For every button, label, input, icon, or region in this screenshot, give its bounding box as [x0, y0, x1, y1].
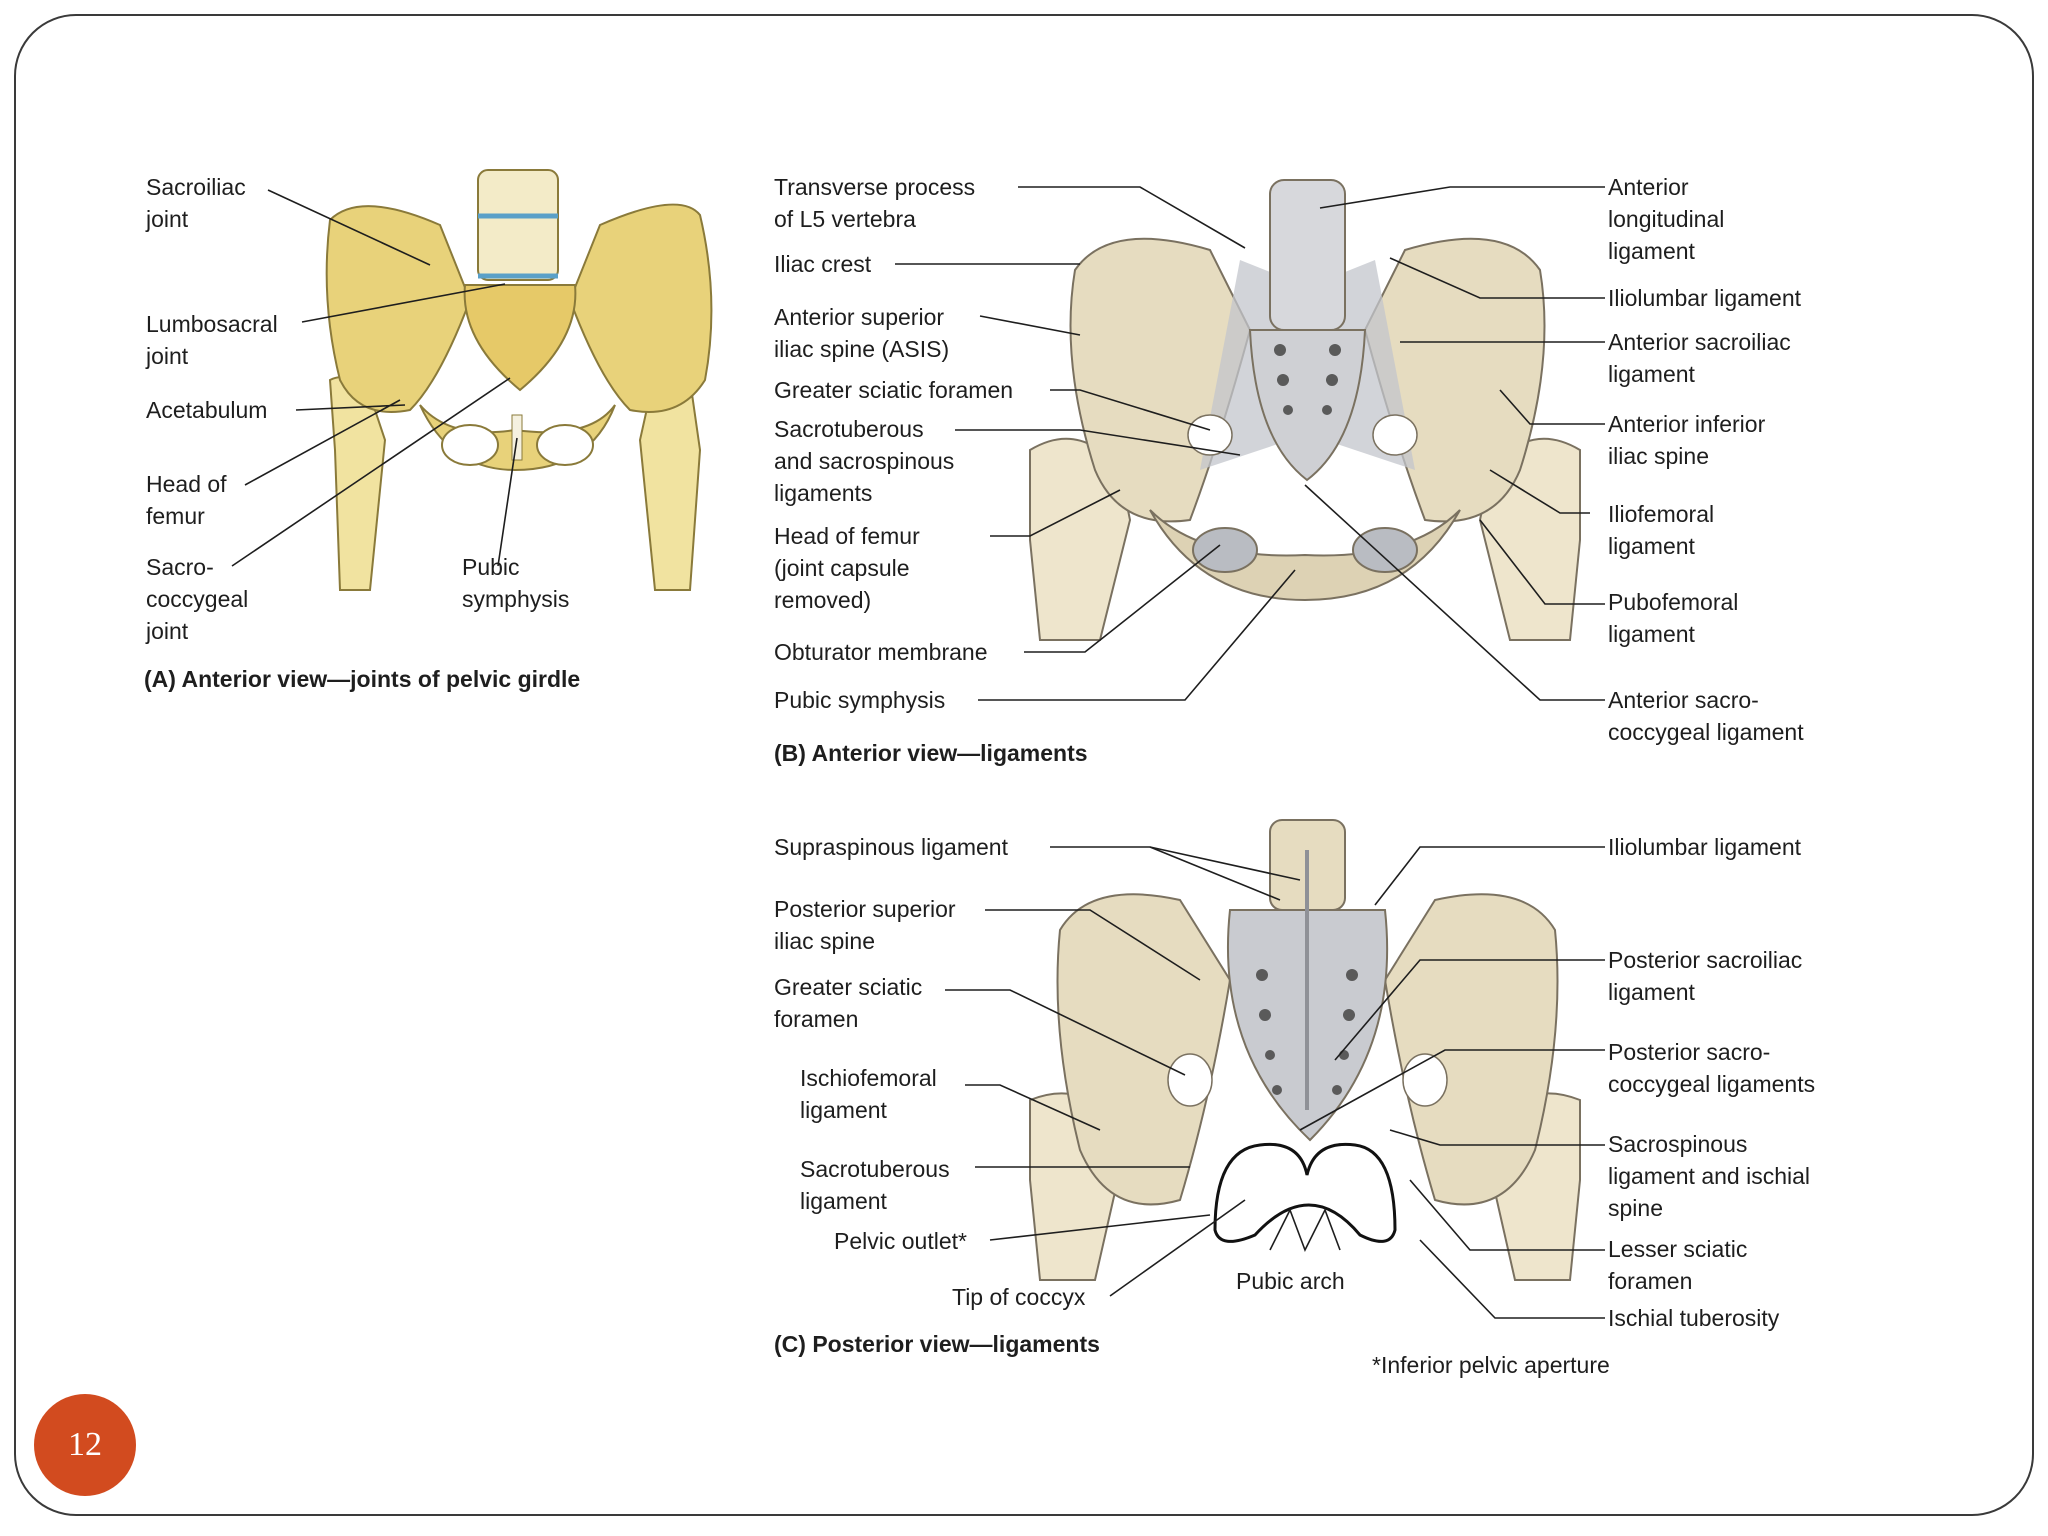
a-sacrum	[463, 284, 577, 392]
label-posterior-sacrococcygeal: Posterior sacro- coccygeal ligaments	[1608, 1039, 1816, 1097]
label-psis: Posterior superior iliac spine	[774, 896, 956, 954]
label-lumbosacral-joint: Lumbosacral joint	[146, 311, 278, 369]
label-anterior-sacroiliac: Anterior sacroiliac ligament	[1608, 329, 1791, 387]
label-pubofemoral: Pubofemoral ligament	[1608, 589, 1739, 647]
label-iliolumbar-b: Iliolumbar ligament	[1608, 285, 1802, 311]
page-number-badge: 12	[34, 1394, 136, 1496]
label-greater-sciatic-foramen-c: Greater sciatic foramen	[774, 974, 923, 1032]
label-acetabulum: Acetabulum	[146, 397, 268, 423]
figure-a-pelvis-art	[231, 169, 713, 591]
label-pubic-symphysis-b: Pubic symphysis	[774, 687, 946, 713]
label-sacrotuberous-sacrospinous: Sacrotuberous and sacrospinous ligaments	[774, 416, 955, 506]
caption-figure-b: (B) Anterior view—ligaments	[774, 740, 1088, 766]
label-head-of-femur-b: Head of femur (joint capsule removed)	[774, 523, 920, 613]
label-pubic-symphysis-a: Pubic symphysis	[462, 554, 570, 612]
label-posterior-sacroiliac: Posterior sacroiliac ligament	[1608, 947, 1803, 1005]
label-pubic-arch: Pubic arch	[1236, 1268, 1345, 1294]
label-anterior-inferior-iliac-spine: Anterior inferior iliac spine	[1608, 411, 1766, 469]
caption-figure-a: (A) Anterior view—joints of pelvic girdl…	[144, 666, 581, 692]
figure-b-pelvis-art	[895, 179, 1605, 701]
figure-c-pelvis-art	[945, 819, 1605, 1319]
c-right-ilium	[1056, 893, 1232, 1206]
page-number: 12	[68, 1426, 102, 1463]
label-sacrococcygeal-joint: Sacro- coccygeal joint	[146, 554, 249, 644]
label-transverse-process: Transverse process of L5 vertebra	[774, 174, 976, 232]
footnote-inferior-pelvic-aperture: *Inferior pelvic aperture	[1372, 1352, 1610, 1378]
label-asis: Anterior superior iliac spine (ASIS)	[774, 304, 950, 362]
label-iliac-crest: Iliac crest	[774, 251, 872, 277]
label-head-of-femur-a: Head of femur	[146, 471, 227, 529]
label-pelvic-outlet: Pelvic outlet*	[834, 1228, 967, 1254]
label-supraspinous: Supraspinous ligament	[774, 834, 1008, 860]
label-sacrotuberous-c: Sacrotuberous ligament	[800, 1156, 950, 1214]
label-iliofemoral: Iliofemoral ligament	[1608, 501, 1715, 559]
label-anterior-sacrococcygeal: Anterior sacro- coccygeal ligament	[1608, 687, 1804, 745]
a-left-ilium	[568, 203, 713, 413]
caption-figure-c: (C) Posterior view—ligaments	[774, 1331, 1100, 1357]
label-ischiofemoral: Ischiofemoral ligament	[800, 1065, 937, 1123]
label-lesser-sciatic-foramen: Lesser sciatic foramen	[1608, 1236, 1748, 1294]
label-ischial-tuberosity: Ischial tuberosity	[1608, 1305, 1780, 1331]
a-l5-vertebra	[477, 169, 559, 281]
c-pelvic-outlet	[1213, 1142, 1397, 1243]
label-iliolumbar-c: Iliolumbar ligament	[1608, 834, 1802, 860]
b-l5-vertebra	[1269, 179, 1346, 331]
label-greater-sciatic-foramen-b: Greater sciatic foramen	[774, 377, 1014, 403]
a-right-ilium	[325, 205, 472, 413]
label-sacroiliac-joint: Sacroiliac joint	[146, 174, 246, 232]
label-obturator-membrane: Obturator membrane	[774, 639, 988, 665]
b-sacrum	[1248, 329, 1367, 482]
label-sacrospinous-ischial-spine: Sacrospinous ligament and ischial spine	[1608, 1131, 1811, 1221]
label-tip-of-coccyx: Tip of coccyx	[952, 1284, 1086, 1310]
label-anterior-longitudinal: Anterior longitudinal ligament	[1608, 174, 1725, 264]
